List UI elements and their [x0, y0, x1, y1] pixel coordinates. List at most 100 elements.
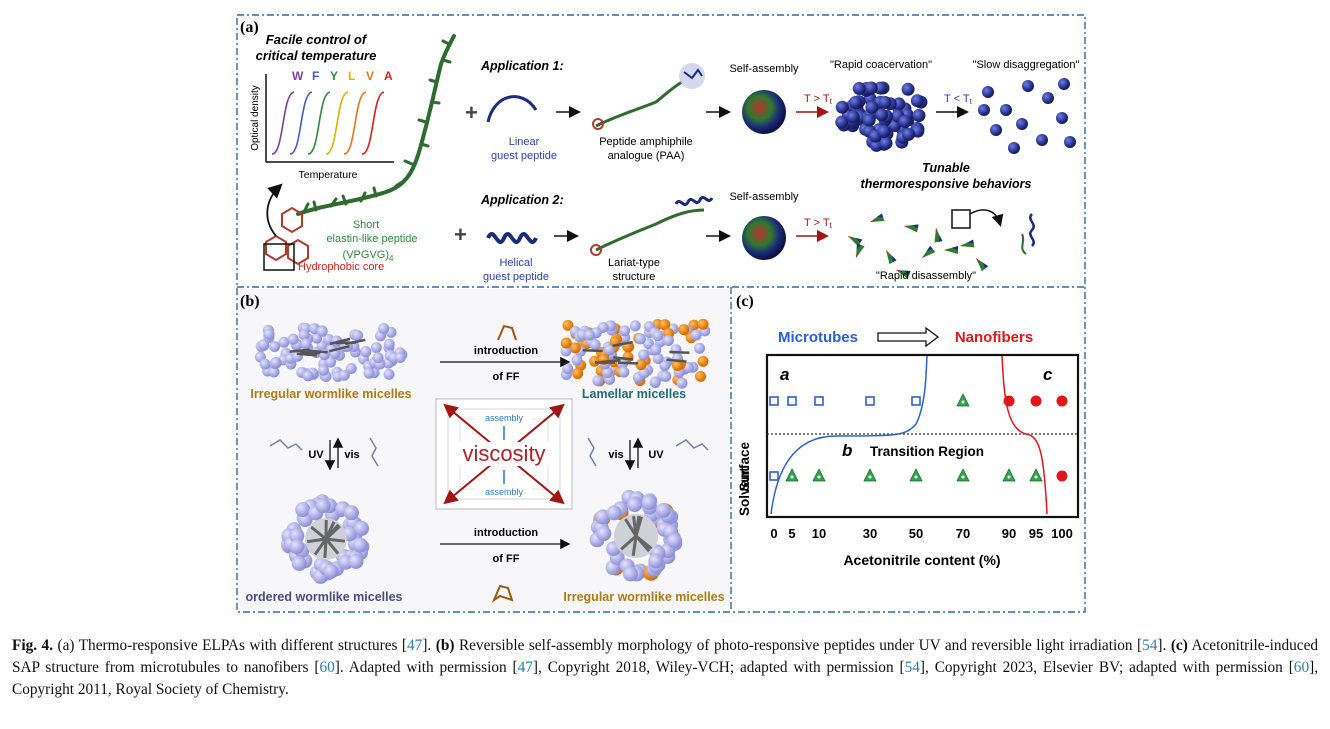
rapid-coacervation: "Rapid coacervation"	[830, 59, 932, 71]
lipid-bead	[289, 539, 305, 555]
released-helix-icon	[1029, 213, 1035, 247]
azo-trans-icon-left	[269, 439, 303, 451]
ref-link[interactable]: 60	[319, 659, 335, 676]
lipid-bead	[323, 563, 339, 579]
lipid-bead	[606, 505, 622, 521]
x-tick-label: 90	[1002, 526, 1016, 541]
dispersed-particle	[990, 124, 1002, 136]
slow-disaggregation: "Slow disaggregation"	[973, 59, 1080, 71]
lipid-bead	[603, 344, 615, 356]
lamellar-micelle-image	[560, 318, 711, 389]
region-b: b	[842, 441, 852, 460]
coacervate-particle	[852, 82, 866, 96]
fragment-cone	[896, 270, 911, 279]
ref-link[interactable]: 54	[1142, 637, 1158, 654]
tail-segment	[324, 521, 336, 540]
app2-guest-2: guest peptide	[483, 271, 549, 283]
ref-link[interactable]: 47	[407, 637, 423, 654]
lipid-bead	[258, 339, 270, 351]
ff-bead	[572, 368, 584, 380]
lipid-bead	[592, 375, 604, 387]
lipid-bead	[263, 328, 275, 340]
ylabel-surface: Surface	[737, 442, 752, 492]
coacervate-particle	[879, 136, 893, 150]
lipid-bead	[300, 338, 312, 350]
ref-link[interactable]: 60	[1293, 659, 1310, 676]
coacervate-particle	[873, 81, 887, 95]
lipid-bead	[317, 364, 329, 376]
lipid-bead	[622, 566, 638, 582]
nanofiber-marker	[1030, 395, 1042, 407]
ordered-wormlike-micelle-image	[281, 494, 370, 584]
transition-marker	[863, 468, 877, 482]
ref-link[interactable]: 54	[904, 659, 920, 676]
dispersed-particle	[1036, 134, 1048, 146]
elastin-chain	[296, 34, 456, 216]
tail-segment	[300, 351, 321, 355]
app1-product-2: analogue (PAA)	[608, 150, 685, 162]
region-a: a	[780, 365, 789, 384]
lipid-bead	[629, 320, 641, 332]
ff-bead	[635, 359, 647, 371]
coacervate-particle	[910, 94, 924, 108]
dispersed-particle	[1022, 80, 1034, 92]
app1-guest-1: Linear	[509, 136, 540, 148]
lipid-bead	[638, 349, 650, 361]
lipid-bead	[659, 360, 671, 372]
cond-down: T < Tt	[944, 93, 973, 106]
tail-segment	[307, 349, 328, 354]
lipid-bead	[268, 366, 280, 378]
plus-2: +	[454, 222, 467, 247]
lariat-molecule	[590, 195, 714, 256]
panel-c-label: (c)	[736, 293, 754, 310]
residue-letters: W F Y L V A	[292, 69, 393, 83]
lipid-bead	[652, 330, 664, 342]
lipid-bead	[571, 354, 583, 366]
intro-label-top: introduction	[474, 345, 538, 357]
lipid-bead	[650, 344, 662, 356]
ref-link[interactable]: 47	[517, 659, 533, 676]
coacervate-particle	[848, 95, 862, 109]
cond-up-2: T > Tt	[804, 217, 833, 230]
irregular-wormlike-micelle-bottom-image	[589, 489, 683, 582]
fragment-zoom-box	[951, 209, 971, 229]
lipid-bead	[562, 363, 574, 375]
intro-label-bottom: introduction	[474, 527, 538, 539]
micelle-1	[742, 90, 786, 134]
microtube-marker	[814, 396, 824, 406]
selfassembly-2: Self-assembly	[729, 191, 799, 203]
dispersed-particle	[1064, 136, 1076, 148]
lipid-bead	[676, 377, 688, 389]
lipid-bead	[270, 356, 282, 368]
tail-segment	[329, 337, 351, 346]
nanofiber-boundary	[1001, 355, 1048, 515]
microtube-marker	[787, 396, 797, 406]
tail-segment	[329, 344, 350, 353]
lipid-bead	[287, 333, 299, 345]
x-tick-label: 50	[909, 526, 923, 541]
ff-bead	[678, 324, 690, 336]
fragment-cone	[934, 228, 943, 243]
ff-bead	[697, 318, 709, 330]
coacervate-particle	[864, 81, 878, 95]
lipid-bead	[560, 345, 572, 357]
hydrophobic-core-molecule	[265, 206, 309, 266]
region-c: c	[1043, 365, 1053, 384]
x-tick-label: 5	[788, 526, 795, 541]
lipid-bead	[348, 553, 364, 569]
dispersed-particle	[1042, 92, 1054, 104]
lipid-bead	[345, 362, 357, 374]
fragment-cone	[976, 258, 989, 272]
uv-right: UV	[648, 449, 664, 461]
app2-product-2: structure	[613, 271, 656, 283]
tail-segment	[582, 349, 603, 353]
lipid-bead	[652, 353, 664, 365]
fragment-cone	[886, 250, 897, 265]
tail-segment	[313, 538, 328, 556]
dispersed-particle	[1016, 118, 1028, 130]
lipid-bead	[360, 346, 372, 358]
app2-product-1: Lariat-type	[608, 257, 660, 269]
lipid-bead	[648, 553, 664, 569]
lipid-bead	[634, 333, 646, 345]
lipid-bead	[269, 341, 281, 353]
